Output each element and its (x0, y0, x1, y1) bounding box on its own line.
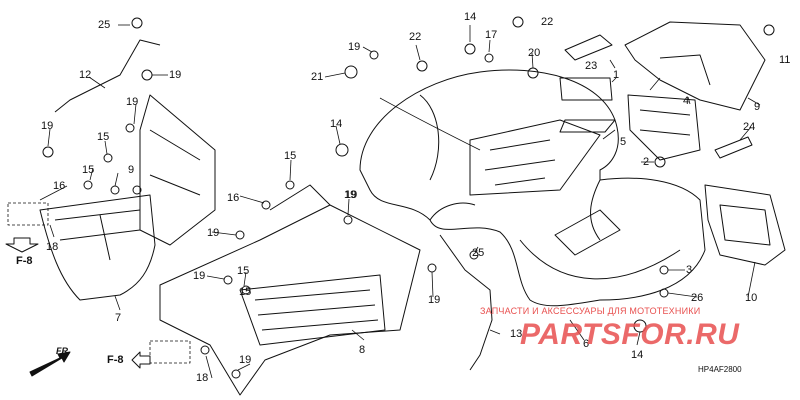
callout-9: 9 (754, 101, 761, 113)
rear-fender-part (359, 69, 706, 307)
mudguard-part (39, 194, 156, 301)
frame-ref-f8: F-8 (107, 354, 124, 366)
ref-arrow-2 (131, 351, 151, 369)
upper-cover-part (624, 21, 766, 111)
callout-25: 25 (98, 19, 111, 31)
callout-14: 14 (330, 118, 343, 130)
callout-19: 19 (41, 120, 54, 132)
strap-part (564, 34, 613, 61)
callout-11: 11 (779, 54, 791, 66)
callout-19: 19 (344, 189, 357, 201)
callout-18: 18 (46, 241, 59, 253)
callout-19-b: 19 (345, 189, 358, 201)
callout-16: 16 (227, 192, 240, 204)
callout-18: 18 (196, 372, 209, 384)
watermark-tagline: ЗАПЧАСТИ И АКСЕССУАРЫ ДЛЯ МОТОТЕХНИКИ (480, 306, 701, 316)
callout-15: 15 (82, 164, 95, 176)
callout-9: 9 (128, 164, 135, 176)
drawing-code: HP4AF2800 (698, 365, 742, 374)
callout-26: 26 (691, 292, 704, 304)
callout-24: 24 (743, 121, 756, 133)
callout-20: 20 (528, 47, 541, 59)
callout-15: 15 (97, 131, 110, 143)
callout-6: 6 (583, 338, 590, 350)
callout-15: 15 (239, 286, 252, 298)
lamp-part (704, 184, 786, 266)
reference-boxes (7, 202, 191, 364)
callout-17: 17 (485, 29, 498, 41)
callout-16: 16 (53, 180, 66, 192)
bracket-part (627, 94, 701, 161)
callout-12: 12 (79, 69, 92, 81)
rod-upper-part (54, 39, 161, 113)
callout-22: 22 (541, 16, 554, 28)
callout-19: 19 (193, 270, 206, 282)
callout-19: 19 (207, 227, 220, 239)
frame-ref-f8: F-8 (16, 255, 33, 267)
callout-7: 7 (115, 312, 122, 324)
callout-19: 19 (126, 96, 139, 108)
side-panel-part (139, 94, 216, 246)
front-label: FR. (56, 346, 71, 356)
callout-22: 22 (409, 31, 422, 43)
callout-10: 10 (745, 292, 758, 304)
callout-15: 15 (237, 265, 250, 277)
callout-14: 14 (464, 11, 477, 23)
callout-1: 1 (613, 69, 620, 81)
callout-8: 8 (359, 344, 366, 356)
callout-21: 21 (311, 71, 324, 83)
callout-14: 14 (631, 349, 644, 361)
callout-23: 23 (585, 60, 598, 72)
callout-2: 2 (643, 156, 650, 168)
callout-19: 19 (428, 294, 441, 306)
pad-frame-part (559, 77, 613, 101)
watermark-logo: PARTSFOR.RU (520, 318, 740, 351)
callout-4: 4 (683, 95, 690, 107)
callout-19: 19 (169, 69, 182, 81)
callout-19: 19 (348, 41, 361, 53)
callout-15: 15 (284, 150, 297, 162)
ref-arrow-1 (5, 237, 39, 253)
callout-5: 5 (620, 136, 627, 148)
floorstep-part (159, 184, 421, 396)
strap-lower-part (714, 136, 753, 159)
callout-25: 25 (472, 247, 485, 259)
leader-lines (39, 24, 761, 379)
rod-lower-part (439, 234, 493, 371)
callout-3: 3 (686, 264, 693, 276)
pad-part (559, 119, 616, 133)
callout-19: 19 (239, 354, 252, 366)
callout-13: 13 (510, 328, 523, 340)
front-arrow (29, 351, 71, 377)
